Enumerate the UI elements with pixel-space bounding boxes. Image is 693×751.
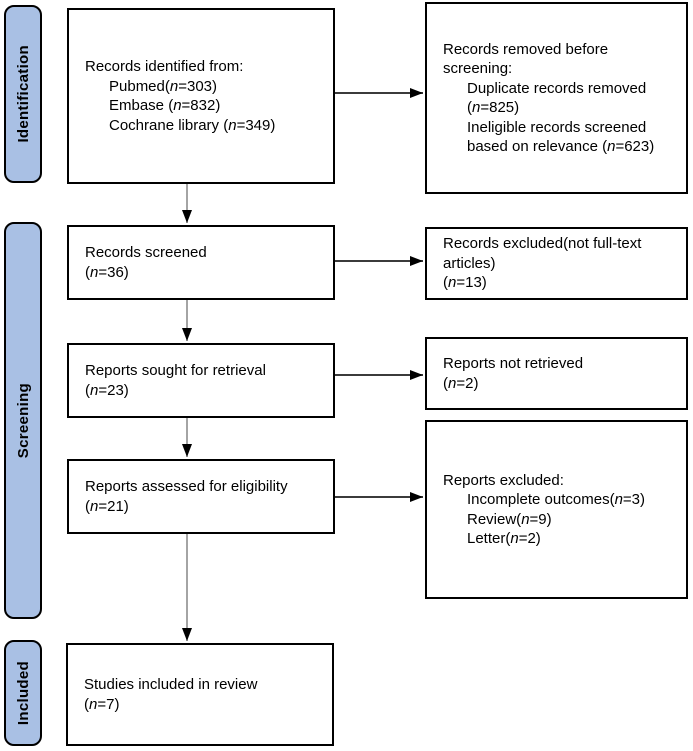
text-line: Records removed before xyxy=(443,40,609,58)
stage-label-identification-text: Identification xyxy=(14,45,32,143)
text-line: (n=825) xyxy=(467,99,520,116)
text-line: Letter(n=2) xyxy=(467,530,541,547)
text-line: Reports assessed for eligibility xyxy=(85,478,288,495)
text-line: Reports sought for retrieval xyxy=(85,362,266,379)
box-records-screened: Records screened (n=36) xyxy=(67,225,335,300)
text-line: Records excluded(not full-text xyxy=(443,235,642,253)
box-records-excluded: Records excluded(not full-text articles)… xyxy=(425,227,688,300)
text-line: Cochrane library (n=349) xyxy=(109,116,276,134)
text-line: Embase (n=832) xyxy=(109,97,221,114)
box-reports-sought-for-retrieval: Reports sought for retrieval (n=23) xyxy=(67,343,335,418)
text-line: (n=7) xyxy=(84,695,120,713)
text-line: Duplicate records removed xyxy=(467,79,647,97)
text-line: screening: xyxy=(443,60,513,77)
text-line: Records screened xyxy=(85,244,207,261)
text-line: Studies included in review xyxy=(84,676,258,693)
stage-label-included-text: Included xyxy=(14,660,32,726)
box-studies-included-in-review: Studies included in review (n=7) xyxy=(66,643,334,746)
text-line: (n=23) xyxy=(85,381,129,399)
stage-label-identification: Identification xyxy=(4,5,42,183)
text-line: Reports not retrieved xyxy=(443,355,584,372)
text-line: Review(n=9) xyxy=(467,510,552,528)
text-line: (n=21) xyxy=(85,497,129,515)
box-reports-assessed-for-eligibility: Reports assessed for eligibility (n=21) xyxy=(67,459,335,534)
text-line: based on relevance (n=623) xyxy=(467,138,655,155)
box-records-identified: Records identified from: Pubmed(n=303) E… xyxy=(67,8,335,184)
box-reports-excluded: Reports excluded: Incomplete outcomes(n=… xyxy=(425,420,688,599)
box-reports-not-retrieved: Reports not retrieved (n=2) xyxy=(425,337,688,410)
text-line: Records identified from: xyxy=(85,58,244,75)
text-line: Incomplete outcomes(n=3) xyxy=(467,491,646,508)
text-line: (n=2) xyxy=(443,374,479,392)
text-line: Reports excluded: xyxy=(443,471,564,489)
text-line: (n=36) xyxy=(85,263,129,281)
stage-label-included: Included xyxy=(4,640,42,746)
text-line: articles) xyxy=(443,254,496,272)
text-line: (n=13) xyxy=(443,274,487,292)
stage-label-screening-text: Screening xyxy=(14,382,32,459)
text-line: Ineligible records screened xyxy=(467,118,647,136)
stage-label-screening: Screening xyxy=(4,222,42,619)
text-line: Pubmed(n=303) xyxy=(109,77,218,95)
box-records-removed-before-screening: Records removed before screening: Duplic… xyxy=(425,2,688,194)
